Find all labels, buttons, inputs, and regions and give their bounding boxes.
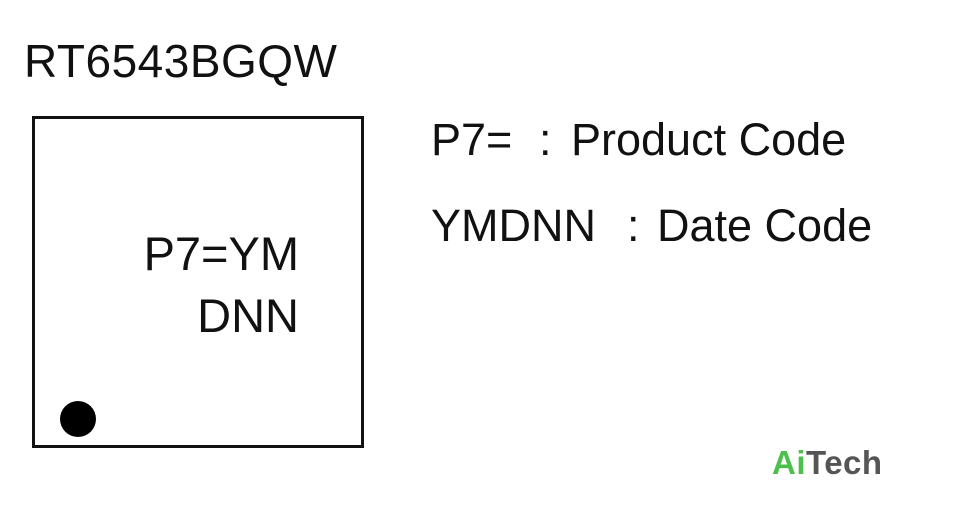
logo-rest-text: Tech [806,444,883,481]
pin1-indicator-dot [60,401,96,437]
marking-line-1: P7=YM [143,227,299,280]
package-marking: P7=YM DNN [144,223,299,347]
legend-term: P7= [431,114,513,165]
part-number-title: RT6543BGQW [24,35,338,87]
marking-line-2: DNN [197,289,299,342]
aitech-logo: AiTech [772,446,883,479]
legend-separator: : [539,114,552,165]
chip-package-outline: P7=YM DNN [32,116,364,448]
legend-separator: : [627,200,640,251]
legend-description: Product Code [571,114,847,165]
legend-term: YMDNN [431,200,596,251]
legend-description: Date Code [657,200,873,251]
logo-accent-text: Ai [772,444,806,481]
